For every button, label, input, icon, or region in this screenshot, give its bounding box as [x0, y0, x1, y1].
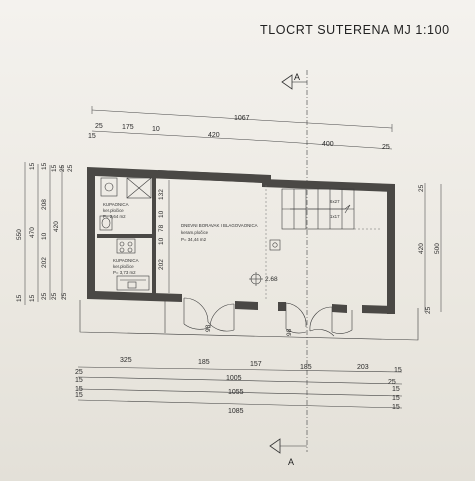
dim-int-10: 10: [158, 210, 165, 218]
dim-left-small-top-5: 25: [67, 164, 74, 172]
dim-bot-r3-left: 15: [75, 386, 83, 393]
dim-bot-row2: 1005: [226, 375, 242, 382]
column-symbol: [269, 239, 281, 251]
dim-bot-seg-3: 157: [250, 361, 262, 368]
dim-left-small-bot-1: 15: [16, 294, 23, 302]
dim-int-78: 78: [158, 224, 165, 232]
bath1-area: P= 2,64 m2: [103, 214, 126, 219]
dim-bot-r2-right-2: 15: [392, 386, 400, 393]
dim-door-98a: 98: [205, 324, 212, 332]
living-finish: keram.pločice: [181, 230, 209, 235]
dim-left-small-top-4: 25: [59, 164, 66, 172]
dim-top-seg-1: 25: [95, 123, 103, 130]
dim-left-small-bot-5: 25: [61, 292, 68, 300]
bath1-labels: KUPAONICA ker.pločice P= 2,64 m2: [103, 202, 129, 219]
dim-top-right-2: 25: [382, 144, 390, 151]
drawing-title: TLOCRT SUTERENA MJ 1:100: [260, 23, 450, 37]
dim-bot-r4-right: 15: [392, 404, 400, 411]
dim-top-seg-3: 10: [152, 126, 160, 133]
dim-bot-seg-5: 203: [357, 364, 369, 371]
interior-walls: [97, 176, 156, 294]
bottom-dimensions: 325 185 157 185 203 15 25 15 1005 25 15 …: [75, 357, 403, 415]
dim-bot-seg-1: 325: [120, 357, 132, 364]
section-arrow-top: [281, 74, 293, 90]
dim-int-202: 202: [158, 259, 165, 270]
dim-left-part-1: 208: [41, 199, 48, 210]
living-area: P= 34,44 m2: [181, 237, 207, 242]
dim-right-top-small: 25: [418, 184, 425, 192]
dim-bot-r2-left-1: 25: [75, 369, 83, 376]
right-dimensions: 25 420 500 25: [418, 183, 442, 314]
dim-right-outer: 500: [434, 243, 441, 254]
dim-left-part-2: 10: [41, 232, 48, 240]
dim-bot-row4: 1085: [228, 408, 244, 415]
dim-left-mid: 470: [29, 227, 36, 238]
left-dimensions: 550 470 208 10 202 420 15 15 15 25 25 15…: [16, 162, 74, 305]
living-labels: DNEVNI BORAVAK I BLAGOVAONICA keram.ploč…: [181, 223, 258, 242]
dim-left-part-3: 202: [41, 257, 48, 268]
bath1-name: KUPAONICA: [103, 202, 129, 207]
dim-int-10b: 10: [158, 237, 165, 245]
interior-dimensions: 132 10 78 202 10 98 98 2.68: [158, 180, 293, 336]
living-name: DNEVNI BORAVAK I BLAGOVAONICA: [181, 223, 258, 228]
dim-top-left-offset: 15: [88, 133, 96, 140]
bath2-area: P= 3,73 m2: [113, 270, 136, 275]
staircase: 6x27 1x17: [265, 185, 380, 300]
dim-left-small-top-3: 15: [51, 164, 58, 172]
section-label-bottom: A: [288, 457, 294, 467]
stair-label: 6x27: [330, 199, 340, 204]
glass-doors: [183, 297, 353, 337]
dim-bot-seg-6: 15: [394, 367, 402, 374]
dim-top-right-1: 400: [322, 141, 334, 148]
dim-bot-r2-right-1: 25: [388, 379, 396, 386]
dim-bot-r3-right: 15: [392, 395, 400, 402]
dim-top-seg-4: 420: [208, 132, 220, 139]
section-arrow-bottom: [269, 438, 281, 454]
dim-left-small-top-2: 15: [41, 162, 48, 170]
dim-2-68: 2.68: [265, 276, 278, 283]
dim-right-inner: 420: [418, 243, 425, 254]
terrace-outline: [79, 300, 419, 341]
bath2-finish: ker.pločice: [113, 264, 134, 269]
section-label-top: A: [294, 72, 300, 82]
bath1-finish: ker.pločice: [103, 208, 124, 213]
bath1-fixtures: [99, 177, 152, 231]
dim-top-overall: 1067: [234, 115, 250, 122]
dim-left-part-b: 420: [53, 221, 60, 232]
outer-walls: [87, 167, 395, 314]
dim-left-small-bot-2: 15: [29, 294, 36, 302]
dim-left-small-bot-4: 25: [51, 292, 58, 300]
dim-bot-r2-left-2: 15: [75, 377, 83, 384]
dim-bot-seg-4: 185: [300, 364, 312, 371]
dim-top-seg-2: 175: [122, 124, 134, 131]
column-symbol-inner: [272, 242, 278, 248]
dim-left-small-top-1: 15: [29, 162, 36, 170]
dim-bot-r4-left: 15: [75, 392, 83, 399]
bath2-labels: KUPAONICA ker.pločice P= 3,73 m2: [113, 258, 139, 275]
dim-bot-seg-2: 185: [198, 359, 210, 366]
dim-bot-row3: 1055: [228, 389, 244, 396]
dim-left-small-bot-3: 25: [41, 292, 48, 300]
dim-left-outer: 550: [16, 229, 23, 240]
top-dimensions: 1067 25 15 175 10 420 400 25: [88, 106, 393, 151]
stair-label-2: 1x17: [330, 214, 340, 219]
dim-right-bottom-small: 25: [425, 306, 432, 314]
dim-door-98b: 98: [286, 328, 293, 336]
bath2-fixtures: [116, 238, 150, 291]
bath2-name: KUPAONICA: [113, 258, 139, 263]
dim-int-132: 132: [158, 189, 165, 200]
